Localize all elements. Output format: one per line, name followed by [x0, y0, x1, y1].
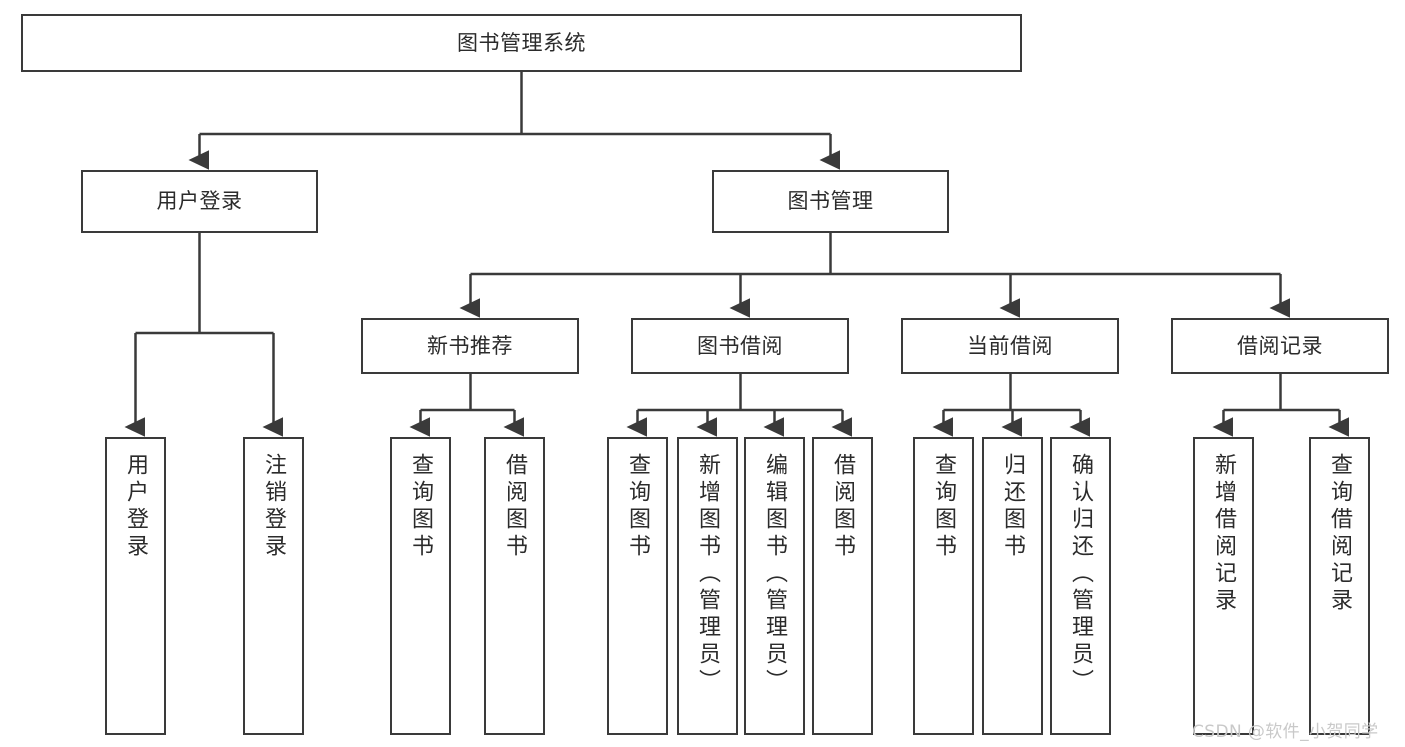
node-leaf-edit-book-label: 编辑图书（管理员）: [762, 453, 788, 696]
node-leaf-add-record-label: 新增借阅记录: [1211, 453, 1237, 615]
node-leaf-query-book-2-label: 查询图书: [625, 453, 651, 561]
node-leaf-query-book-3[interactable]: 查询图书: [913, 437, 974, 735]
node-leaf-add-book-label: 新增图书（管理员）: [695, 453, 721, 696]
node-leaf-return-book-label: 归还图书: [1000, 453, 1026, 561]
node-leaf-borrow-book-1-label: 借阅图书: [502, 453, 528, 561]
node-leaf-add-record[interactable]: 新增借阅记录: [1193, 437, 1254, 735]
node-leaf-user-login[interactable]: 用户登录: [105, 437, 166, 735]
node-leaf-confirm-return-label: 确认归还（管理员）: [1068, 453, 1094, 696]
node-new-book-recommend-label: 新书推荐: [427, 333, 513, 358]
node-root-label: 图书管理系统: [457, 30, 586, 55]
node-book-manage-label: 图书管理: [787, 189, 874, 214]
node-leaf-add-book[interactable]: 新增图书（管理员）: [677, 437, 738, 735]
node-leaf-query-book-2[interactable]: 查询图书: [607, 437, 668, 735]
node-leaf-borrow-book-2[interactable]: 借阅图书: [812, 437, 873, 735]
node-book-borrow[interactable]: 图书借阅: [631, 318, 849, 374]
node-leaf-logout[interactable]: 注销登录: [243, 437, 304, 735]
node-leaf-query-record[interactable]: 查询借阅记录: [1309, 437, 1370, 735]
node-leaf-logout-label: 注销登录: [261, 453, 287, 561]
node-leaf-query-book-1-label: 查询图书: [408, 453, 434, 561]
node-leaf-query-book-3-label: 查询图书: [931, 453, 957, 561]
node-user-login[interactable]: 用户登录: [81, 170, 318, 233]
csdn-watermark: CSDN @软件_小贺同学: [1192, 722, 1379, 742]
node-leaf-return-book[interactable]: 归还图书: [982, 437, 1043, 735]
node-borrow-record-label: 借阅记录: [1237, 333, 1323, 358]
node-root[interactable]: 图书管理系统: [21, 14, 1022, 72]
node-user-login-label: 用户登录: [156, 189, 243, 214]
node-borrow-record[interactable]: 借阅记录: [1171, 318, 1389, 374]
node-current-borrow[interactable]: 当前借阅: [901, 318, 1119, 374]
node-leaf-borrow-book-2-label: 借阅图书: [830, 453, 856, 561]
node-book-borrow-label: 图书借阅: [697, 333, 783, 358]
node-leaf-query-record-label: 查询借阅记录: [1327, 453, 1353, 615]
node-book-manage[interactable]: 图书管理: [712, 170, 949, 233]
node-leaf-confirm-return[interactable]: 确认归还（管理员）: [1050, 437, 1111, 735]
node-new-book-recommend[interactable]: 新书推荐: [361, 318, 579, 374]
node-current-borrow-label: 当前借阅: [967, 333, 1053, 358]
node-leaf-edit-book[interactable]: 编辑图书（管理员）: [744, 437, 805, 735]
node-leaf-user-login-label: 用户登录: [123, 453, 149, 561]
node-leaf-query-book-1[interactable]: 查询图书: [390, 437, 451, 735]
node-leaf-borrow-book-1[interactable]: 借阅图书: [484, 437, 545, 735]
